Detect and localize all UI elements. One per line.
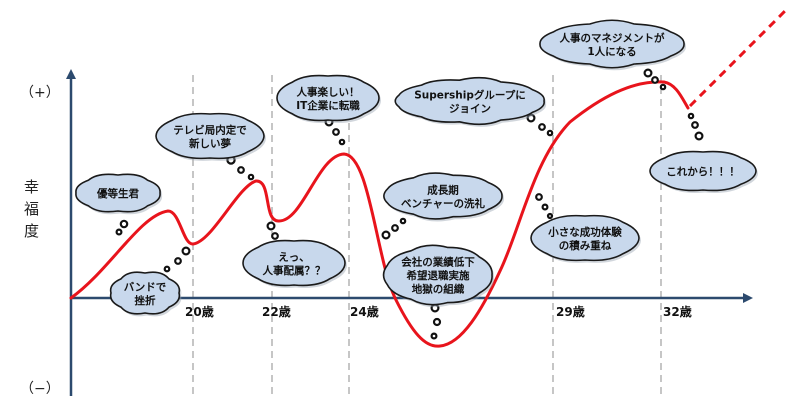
thought-dot — [247, 173, 255, 181]
thought-dot — [526, 113, 536, 123]
bubble-honor-student: 優等生君 — [75, 173, 163, 215]
bubble-text-line: 人事配属？？ — [263, 264, 326, 277]
thought-dot — [338, 138, 346, 146]
bubble-cloud — [75, 173, 161, 213]
bubble-cloud — [394, 76, 545, 126]
thought-dot — [643, 68, 653, 78]
bubble-cloud — [383, 172, 503, 220]
thought-dot — [119, 219, 129, 229]
thought-dot — [546, 212, 554, 220]
bubble-text-line: バンドで — [124, 281, 167, 293]
bubble-text-line: 挫折 — [135, 294, 156, 307]
thought-dot — [174, 257, 182, 265]
bubble-cloud — [242, 239, 346, 287]
thought-dot — [546, 129, 554, 137]
bubble-text-line: 希望退職実施 — [406, 269, 470, 282]
bubble-cloud — [649, 150, 757, 192]
thought-dot — [391, 224, 399, 232]
thought-dot — [541, 203, 549, 211]
bubble-text-line: ジョイン — [449, 103, 491, 115]
thought-dot — [266, 221, 276, 231]
thought-dot — [432, 317, 442, 327]
bubble-text-line: 人事のマネジメントが — [560, 31, 665, 44]
bubble-cloud — [539, 19, 685, 69]
thought-dot — [381, 230, 391, 240]
thought-dot — [181, 246, 191, 256]
y-axis-label-char-3: 度 — [24, 222, 39, 240]
bubble-text-line: 成長期 — [427, 183, 459, 196]
thought-dot — [430, 332, 438, 340]
bubble-text-line: これから！！！ — [666, 166, 740, 178]
thought-dot — [163, 265, 171, 273]
bubble-text-line: えっ、 — [278, 251, 310, 263]
bubble-from-now: これから！！！ — [649, 150, 758, 193]
bubble-text-line: 新しい夢 — [189, 137, 231, 150]
bubble-text-line: の積み重ね — [559, 239, 612, 252]
age-label-22: 22歳 — [262, 304, 291, 319]
bubble-cloud — [530, 214, 640, 262]
bubble-text-line: テレビ局内定で — [173, 123, 247, 136]
y-axis-plus-label: （+） — [20, 85, 60, 101]
bubble-text-line: 地獄の組織 — [412, 283, 465, 296]
thought-dot — [237, 166, 245, 174]
bubble-text-line: 優等生君 — [96, 187, 139, 200]
y-axis-label-char-2: 福 — [24, 200, 39, 218]
y-axis-label-char-1: 幸 — [24, 178, 39, 196]
future-dashed-line — [688, 8, 788, 108]
thought-dot — [115, 228, 123, 236]
bubble-text-line: 1人になる — [587, 45, 636, 58]
thought-dot — [538, 123, 546, 131]
bubble-cloud — [109, 271, 181, 315]
thought-dot — [691, 121, 699, 129]
age-label-32: 32歳 — [663, 304, 692, 319]
age-label-29: 29歳 — [556, 304, 585, 319]
thought-dot — [694, 131, 704, 141]
y-axis-minus-label: （−） — [20, 381, 60, 397]
bubble-cloud — [155, 112, 265, 160]
bubble-text-line: IT企業に転職 — [296, 99, 360, 112]
bubble-text-line: ベンチャーの洗礼 — [401, 197, 485, 210]
happiness-curve — [69, 80, 690, 348]
bubble-text-line: 人事楽しい！ — [297, 85, 360, 98]
bubble-text-line: Supershipグループに — [414, 88, 526, 101]
bubble-cloud — [276, 74, 380, 122]
thought-dot — [271, 232, 279, 240]
thought-dot — [332, 128, 340, 136]
bubble-hr-fun: 人事楽しい！IT企業に転職 — [276, 74, 381, 123]
bubble-cloud — [382, 244, 493, 306]
thought-dot — [535, 193, 543, 201]
age-label-24: 24歳 — [350, 304, 379, 319]
age-guides — [192, 75, 662, 395]
age-label-20: 20歳 — [185, 304, 214, 319]
thought-dot — [399, 217, 407, 225]
bubble-text-line: 会社の業績低下 — [401, 256, 475, 269]
bubble-text-line: 小さな成功体験 — [547, 225, 622, 238]
bubble-hr-assignment: えっ、人事配属？？ — [242, 239, 347, 288]
thought-dot — [687, 112, 695, 120]
thought-dot — [659, 83, 667, 91]
thought-dot — [651, 76, 659, 84]
